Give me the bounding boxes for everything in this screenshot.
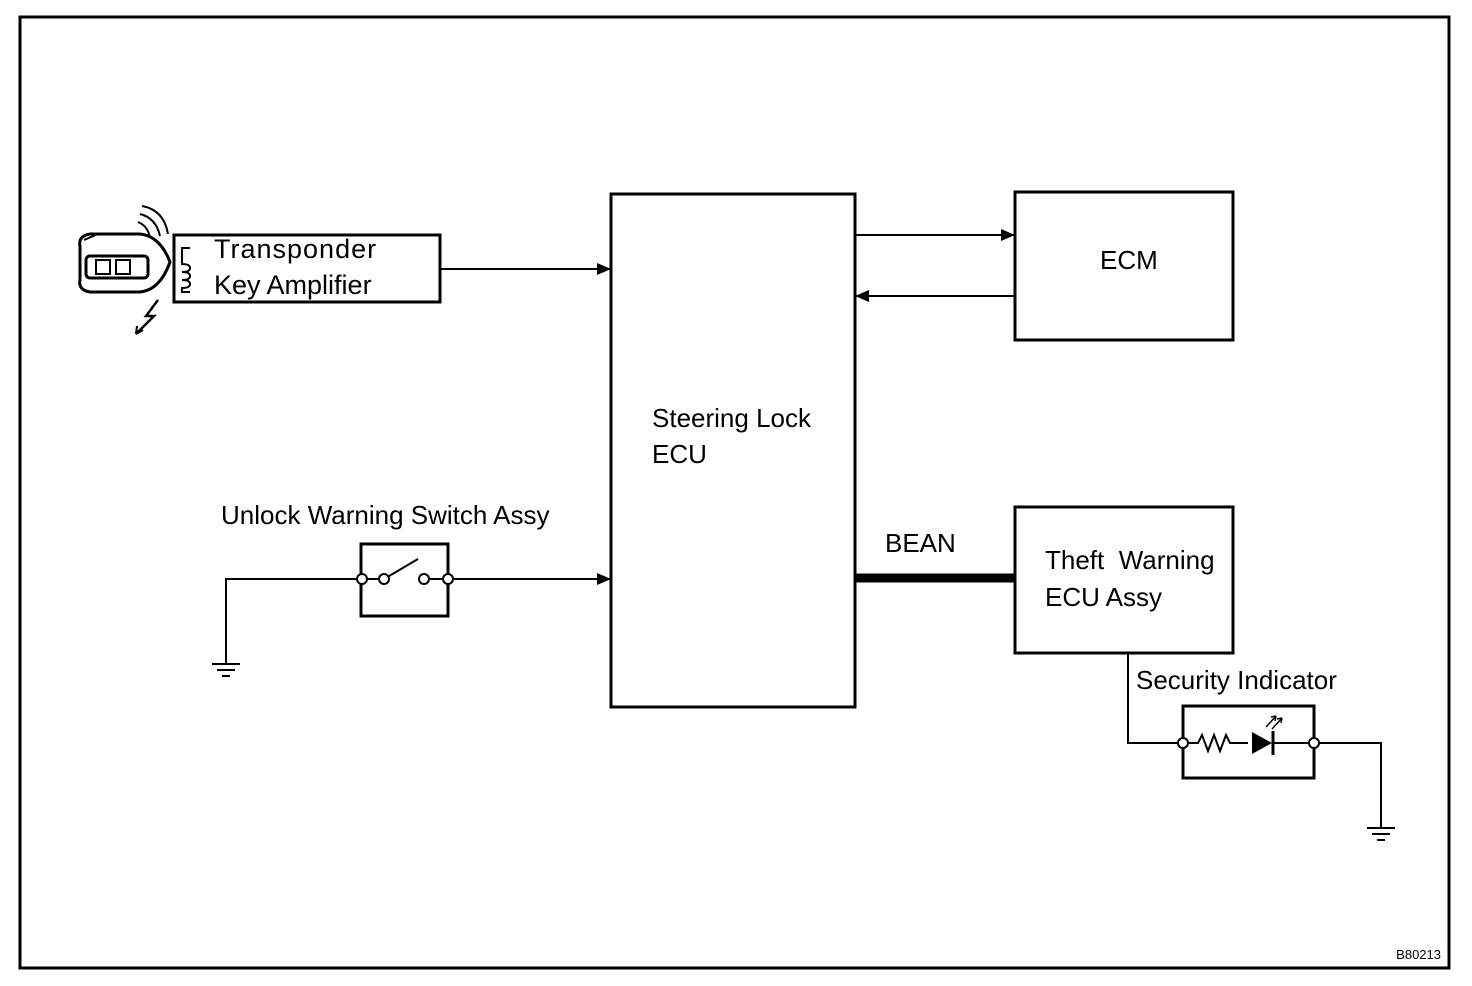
- coil-icon: [181, 247, 192, 293]
- steering-lock-ecu-label-line1: Steering Lock: [652, 403, 812, 433]
- figure-code: B80213: [1396, 947, 1441, 962]
- switch-icon: [356, 542, 454, 618]
- ground-icon: [212, 578, 362, 677]
- indicator-terminal-right: [1308, 737, 1320, 749]
- indicator-terminal-left: [1177, 737, 1189, 749]
- theft-warning-label-line2: ECU Assy: [1045, 582, 1162, 612]
- steering-lock-ecu-label-line2: ECU: [652, 439, 707, 469]
- transponder-label-line1: Transponder: [214, 234, 377, 264]
- unlock-switch-label: Unlock Warning Switch Assy: [221, 500, 549, 530]
- steering-lock-ecu-box: [609, 192, 857, 709]
- ecm-box: [1013, 190, 1235, 342]
- ground-icon: [1319, 742, 1395, 841]
- theft-warning-label-line1: Theft Warning: [1045, 545, 1215, 575]
- indicator-feed-wire: [1127, 653, 1183, 744]
- led-icon: [1252, 715, 1310, 755]
- theft-warning-ecu-box: [1013, 505, 1235, 655]
- security-indicator-label: Security Indicator: [1136, 665, 1337, 695]
- diagram-frame: [18, 15, 1451, 970]
- transponder-key-amplifier-box: [172, 233, 442, 304]
- bean-bus-label: BEAN: [885, 528, 956, 558]
- ecm-label: ECM: [1100, 245, 1158, 275]
- resistor-icon: [1188, 732, 1248, 754]
- transponder-label-line2: Key Amplifier: [214, 270, 372, 300]
- key-fob-icon: [78, 205, 172, 335]
